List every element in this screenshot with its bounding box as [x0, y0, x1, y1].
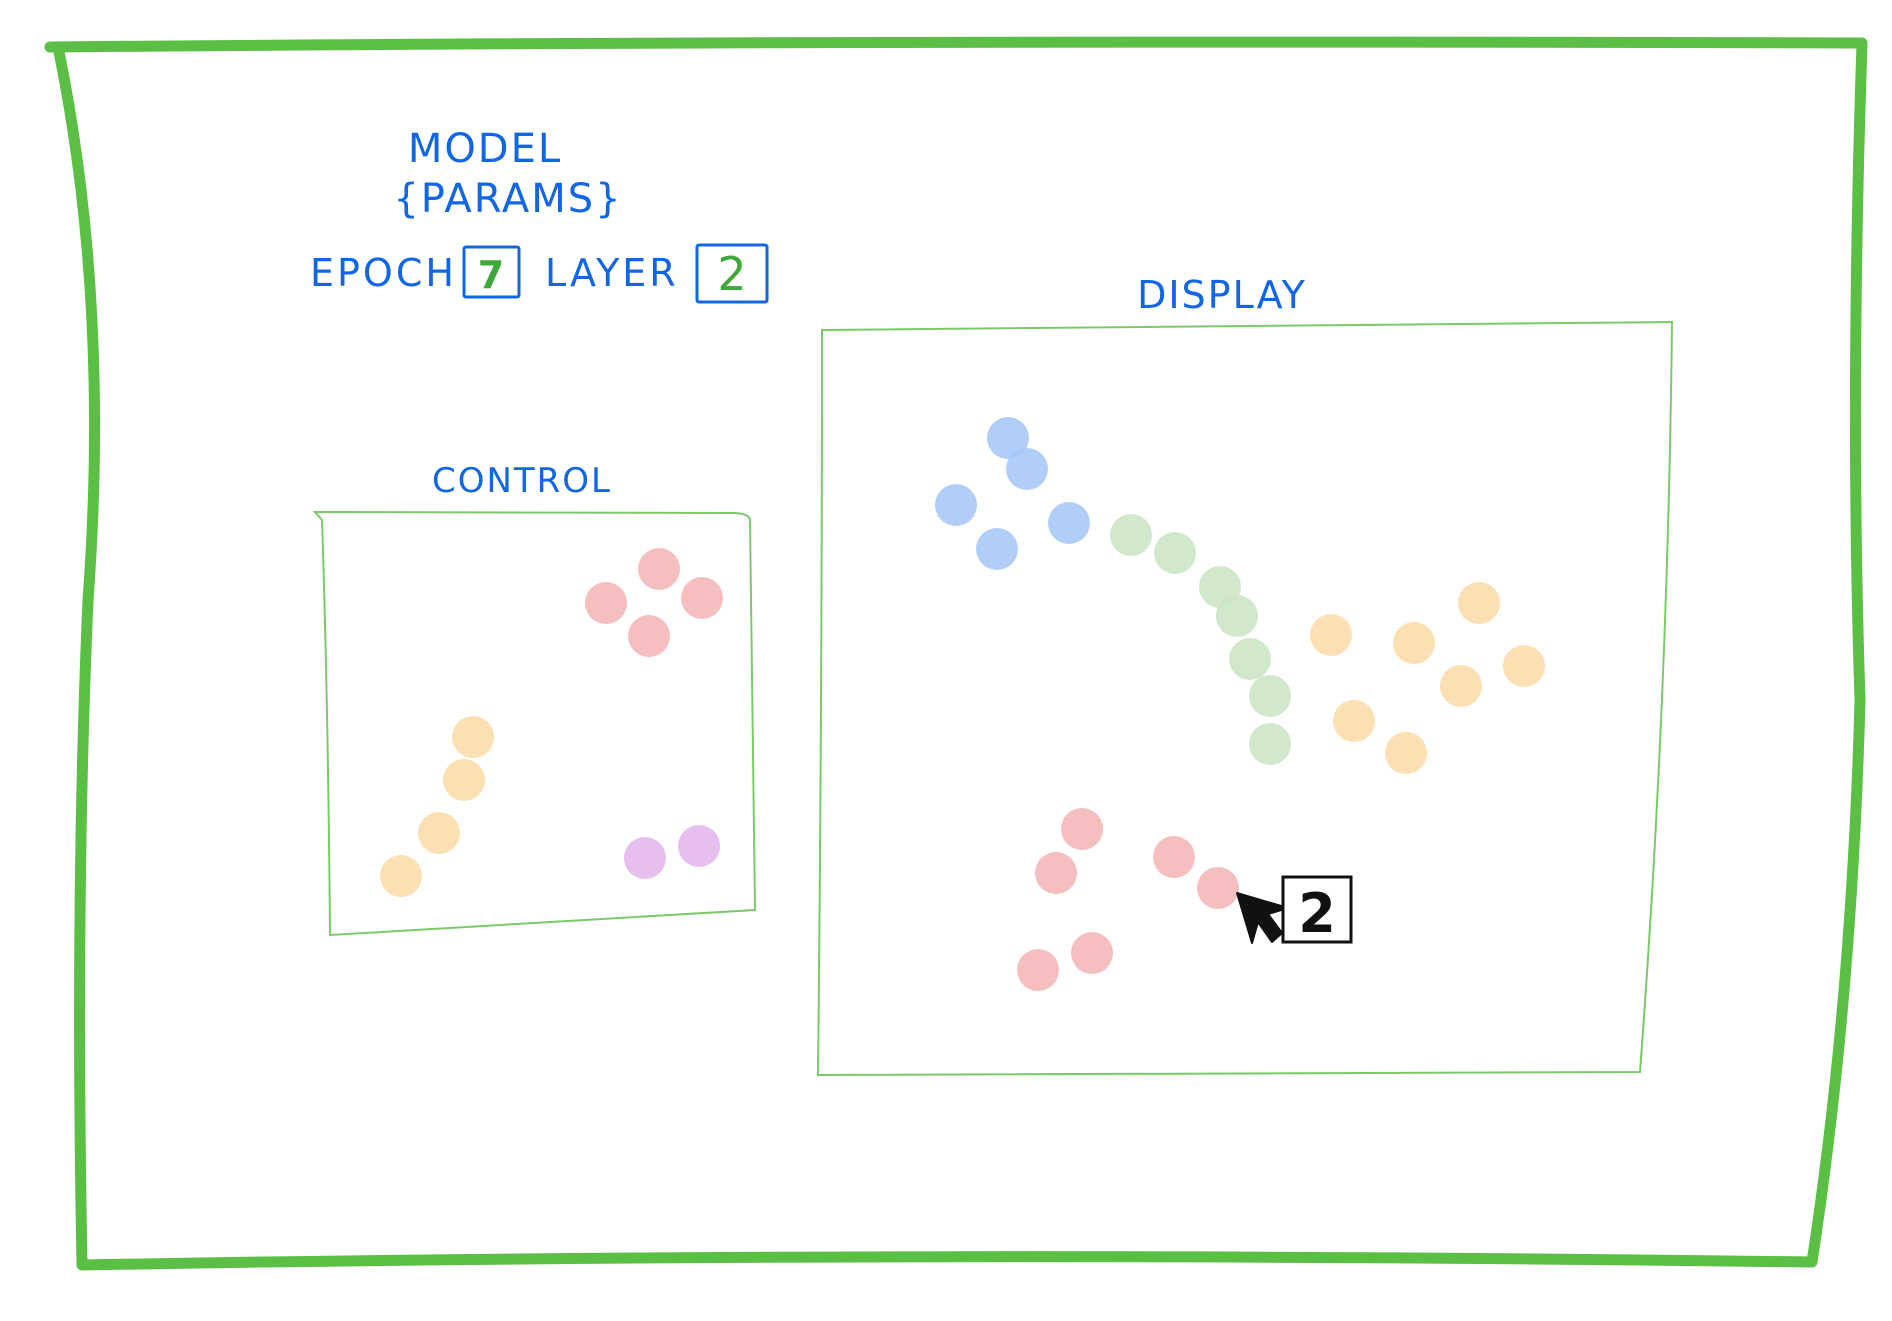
display-point-green: [1154, 532, 1196, 574]
display-point-green: [1229, 638, 1271, 680]
display-point-orange: [1458, 582, 1500, 624]
display-point-orange: [1440, 665, 1482, 707]
layer-field[interactable]: [695, 243, 769, 304]
display-points: [935, 417, 1545, 991]
display-title: DISPLAY: [1137, 273, 1307, 317]
model-title: MODEL: [408, 126, 562, 172]
epoch-label: EPOCH: [310, 251, 457, 295]
display-point-orange: [1393, 622, 1435, 664]
display-point-blue: [987, 417, 1029, 459]
control-title: CONTROL: [432, 461, 612, 501]
display-point-red: [1197, 867, 1239, 909]
control-panel: [312, 510, 757, 937]
display-point-blue: [1048, 502, 1090, 544]
display-point-green: [1249, 675, 1291, 717]
display-point-orange: [1385, 732, 1427, 774]
display-point-orange: [1333, 700, 1375, 742]
display-point-blue: [935, 484, 977, 526]
control-point-purple: [678, 825, 720, 867]
control-point-red: [638, 548, 680, 590]
display-point-red: [1071, 932, 1113, 974]
control-point-orange: [443, 759, 485, 801]
outer-frame: [44, 36, 1868, 1271]
control-point-orange: [380, 855, 422, 897]
display-point-green: [1216, 595, 1258, 637]
display-point-orange: [1503, 645, 1545, 687]
control-point-red: [681, 577, 723, 619]
layer-value: 2: [717, 247, 746, 301]
layer-label: LAYER: [545, 251, 679, 295]
display-point-orange: [1310, 614, 1352, 656]
params-subtitle: {PARAMS}: [393, 176, 622, 222]
cursor-badge: [1281, 875, 1353, 944]
display-point-green: [1110, 514, 1152, 556]
control-point-purple: [624, 837, 666, 879]
control-point-orange: [418, 812, 460, 854]
display-point-blue: [976, 528, 1018, 570]
cursor-badge-value: 2: [1298, 882, 1336, 945]
control-points: [380, 548, 723, 897]
display-panel: [816, 320, 1674, 1077]
control-point-red: [628, 615, 670, 657]
display-point-green: [1249, 723, 1291, 765]
control-point-orange: [452, 716, 494, 758]
display-point-red: [1035, 852, 1077, 894]
cursor-arrow-icon: [1236, 892, 1289, 944]
display-point-blue: [1006, 448, 1048, 490]
display-point-red: [1017, 949, 1059, 991]
epoch-value: 7: [478, 253, 504, 297]
display-point-red: [1153, 836, 1195, 878]
display-point-red: [1061, 808, 1103, 850]
epoch-field[interactable]: [462, 245, 521, 299]
control-point-red: [585, 582, 627, 624]
